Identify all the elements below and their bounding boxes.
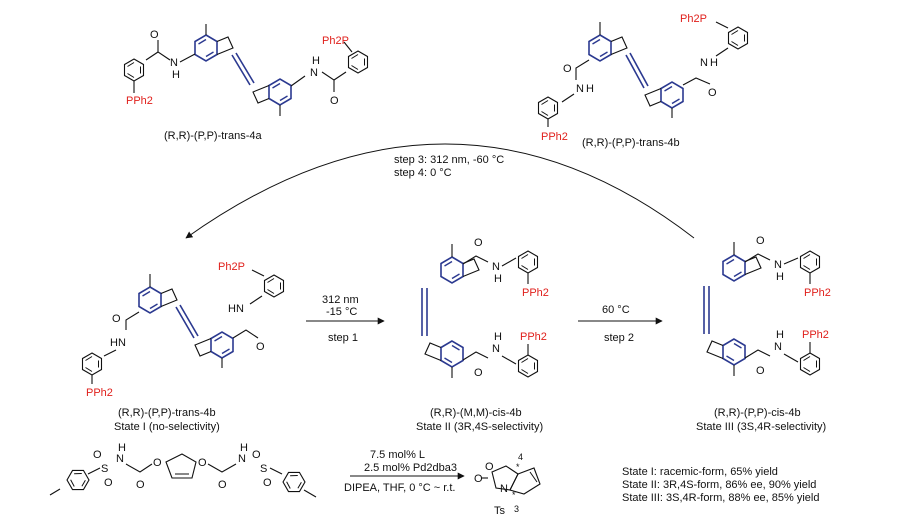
svg-text:PPh2: PPh2 [522, 287, 549, 299]
svg-text:Ph2P: Ph2P [680, 13, 707, 25]
result-state2: State II: 3R,4S-form, 86% ee, 90% yield [622, 479, 817, 491]
svg-text:O: O [263, 477, 272, 489]
step1-label: step 1 [328, 332, 358, 344]
svg-text:O: O [198, 457, 207, 469]
result-state1: State I: racemic-form, 65% yield [622, 466, 778, 478]
svg-text:N: N [500, 483, 508, 495]
structure-state3: O N H PPh2 O N H PPh2 [703, 235, 831, 377]
svg-text:O: O [136, 479, 145, 491]
cycle-arrow [185, 143, 695, 239]
svg-text:H: H [710, 57, 718, 69]
svg-text:PPh2: PPh2 [126, 95, 153, 107]
svg-text:N: N [118, 337, 126, 349]
svg-text:H: H [110, 337, 118, 349]
svg-text:O: O [708, 87, 717, 99]
svg-text:N: N [576, 83, 584, 95]
svg-text:PPh2: PPh2 [86, 387, 113, 399]
svg-text:H: H [776, 329, 784, 341]
reaction-catalyst: 7.5 mol% L [370, 449, 426, 461]
label-trans-4b-top: (R,R)-(P,P)-trans-4b [582, 137, 680, 149]
svg-text:O: O [474, 237, 483, 249]
label-state1: State I (no-selectivity) [114, 421, 220, 433]
svg-text:PPh2: PPh2 [804, 287, 831, 299]
substrate-structure: S O O N H O O O O N H S O O [49, 442, 317, 498]
product-structure: O O N Ts 4 3 * * [474, 452, 541, 517]
step1-condition-1: 312 nm [322, 294, 359, 306]
cycle-condition-2: step 4: 0 °C [394, 167, 452, 179]
svg-text:O: O [330, 95, 339, 107]
svg-text:N: N [492, 261, 500, 273]
label-trans-4a: (R,R)-(P,P)-trans-4a [164, 130, 262, 142]
svg-text:H: H [118, 442, 126, 454]
label-state3: State III (3S,4R-selectivity) [696, 421, 827, 433]
svg-text:S: S [260, 463, 267, 475]
svg-text:O: O [153, 457, 162, 469]
reaction-palladium: 2.5 mol% Pd2dba3 [364, 462, 457, 474]
svg-text:H: H [312, 55, 320, 67]
svg-text:O: O [218, 479, 227, 491]
svg-text:PPh2: PPh2 [541, 131, 568, 143]
svg-text:O: O [756, 235, 765, 247]
svg-text:O: O [93, 449, 102, 461]
svg-text:O: O [563, 63, 572, 75]
step2-condition: 60 °C [602, 304, 630, 316]
label-state1-compound: (R,R)-(P,P)-trans-4b [118, 407, 216, 419]
svg-text:Ph2P: Ph2P [218, 261, 245, 273]
svg-text:O: O [150, 29, 159, 41]
cycle-condition-1: step 3: 312 nm, -60 °C [394, 154, 505, 166]
label-state2: State II (3R,4S-selectivity) [416, 421, 544, 433]
svg-text:N: N [700, 57, 708, 69]
label-state2-compound: (R,R)-(M,M)-cis-4b [430, 407, 522, 419]
svg-text:Ts: Ts [494, 505, 506, 517]
structure-state2: O N H PPh2 O N H PPh2 [421, 237, 549, 379]
svg-text:H: H [240, 442, 248, 454]
svg-text:O: O [252, 449, 261, 461]
svg-text:N: N [774, 341, 782, 353]
svg-text:PPh2: PPh2 [802, 329, 829, 341]
step1-condition-2: -15 °C [326, 306, 358, 318]
svg-text:O: O [474, 473, 483, 485]
svg-text:S: S [101, 463, 108, 475]
svg-text:H: H [494, 273, 502, 285]
svg-text:H: H [776, 271, 784, 283]
svg-text:Ph2P: Ph2P [322, 35, 349, 47]
svg-text:4: 4 [518, 452, 523, 462]
svg-text:3: 3 [514, 504, 519, 514]
label-state3-compound: (R,R)-(P,P)-cis-4b [714, 407, 801, 419]
svg-text:N: N [238, 453, 246, 465]
svg-text:H: H [494, 331, 502, 343]
result-state3: State III: 3S,4R-form, 88% ee, 85% yield [622, 492, 820, 504]
svg-text:N: N [774, 259, 782, 271]
svg-text:O: O [485, 461, 494, 473]
step2-label: step 2 [604, 332, 634, 344]
svg-text:H: H [228, 303, 236, 315]
reaction-conditions: DIPEA, THF, 0 °C ~ r.t. [344, 482, 456, 494]
svg-text:PPh2: PPh2 [520, 331, 547, 343]
structure-trans-4a: N H N H O PPh2 O Ph2P [123, 24, 369, 116]
svg-text:O: O [756, 365, 765, 377]
svg-text:N: N [116, 453, 124, 465]
svg-text:*: * [512, 490, 516, 500]
svg-text:N: N [170, 57, 178, 69]
svg-text:H: H [172, 69, 180, 81]
svg-text:O: O [104, 477, 113, 489]
svg-text:N: N [310, 67, 318, 79]
structure-state1: O N H PPh2 O N H Ph2P [81, 261, 285, 399]
svg-text:H: H [586, 83, 594, 95]
svg-text:*: * [516, 462, 520, 472]
svg-text:N: N [236, 303, 244, 315]
svg-text:O: O [256, 341, 265, 353]
svg-text:N: N [492, 343, 500, 355]
structure-trans-4b-top: O N H PPh2 O N H Ph2P [537, 13, 749, 143]
svg-text:O: O [112, 313, 121, 325]
svg-text:O: O [474, 367, 483, 379]
